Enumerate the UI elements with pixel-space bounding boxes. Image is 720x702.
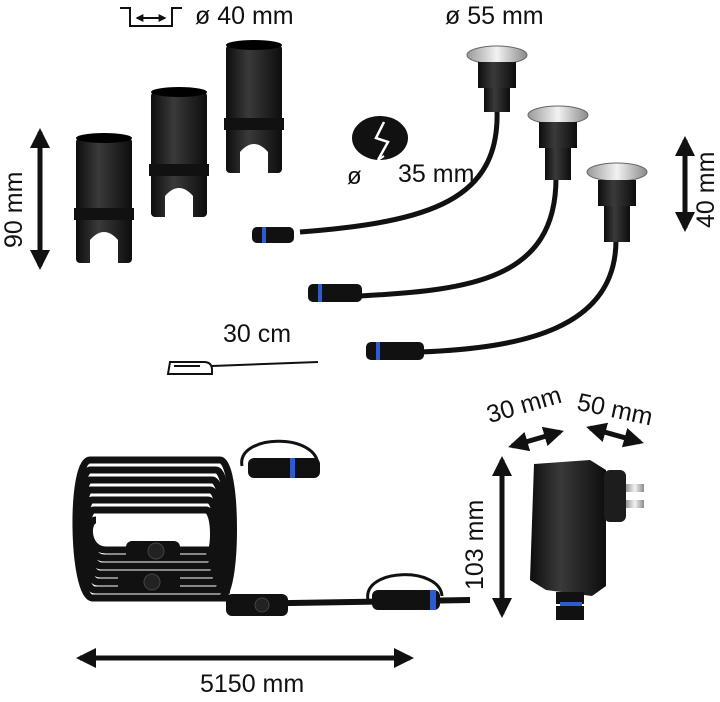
connector-1 <box>252 227 294 243</box>
light-depth-label: 40 mm <box>692 151 720 228</box>
coil-loop-top <box>240 439 320 467</box>
coil-connectors <box>118 458 320 593</box>
connector-3 <box>366 342 424 360</box>
width-gauge-icon <box>120 7 182 27</box>
ground-sleeve-2 <box>149 87 209 222</box>
ground-sleeve-3 <box>224 40 284 178</box>
recessed-light-1 <box>252 45 528 243</box>
connector-2 <box>308 284 362 302</box>
recessed-light-2 <box>308 105 589 302</box>
cable-length-label: 30 cm <box>223 320 292 348</box>
sleeve-diameter-label: ø 40 mm <box>195 2 294 30</box>
drill-diameter-symbol: ø <box>347 163 362 190</box>
width-arrow-adapter <box>586 422 644 448</box>
recessed-light-3 <box>366 162 648 360</box>
cable-reel-icon <box>166 361 319 375</box>
drill-diameter-label: 35 mm <box>398 160 475 188</box>
depth-arrow-adapter <box>508 426 564 452</box>
sleeve-height-label: 90 mm <box>0 171 28 248</box>
ground-sleeve-1 <box>74 133 134 266</box>
main-cable-coil <box>72 456 237 602</box>
main-cable-tail <box>226 573 471 616</box>
adapter-height-label: 103 mm <box>461 499 489 590</box>
power-adapter <box>530 460 644 620</box>
main-cable-length-label: 5150 mm <box>200 670 305 698</box>
drill-hole-icon <box>352 116 408 161</box>
light-diameter-label: ø 55 mm <box>445 2 544 30</box>
